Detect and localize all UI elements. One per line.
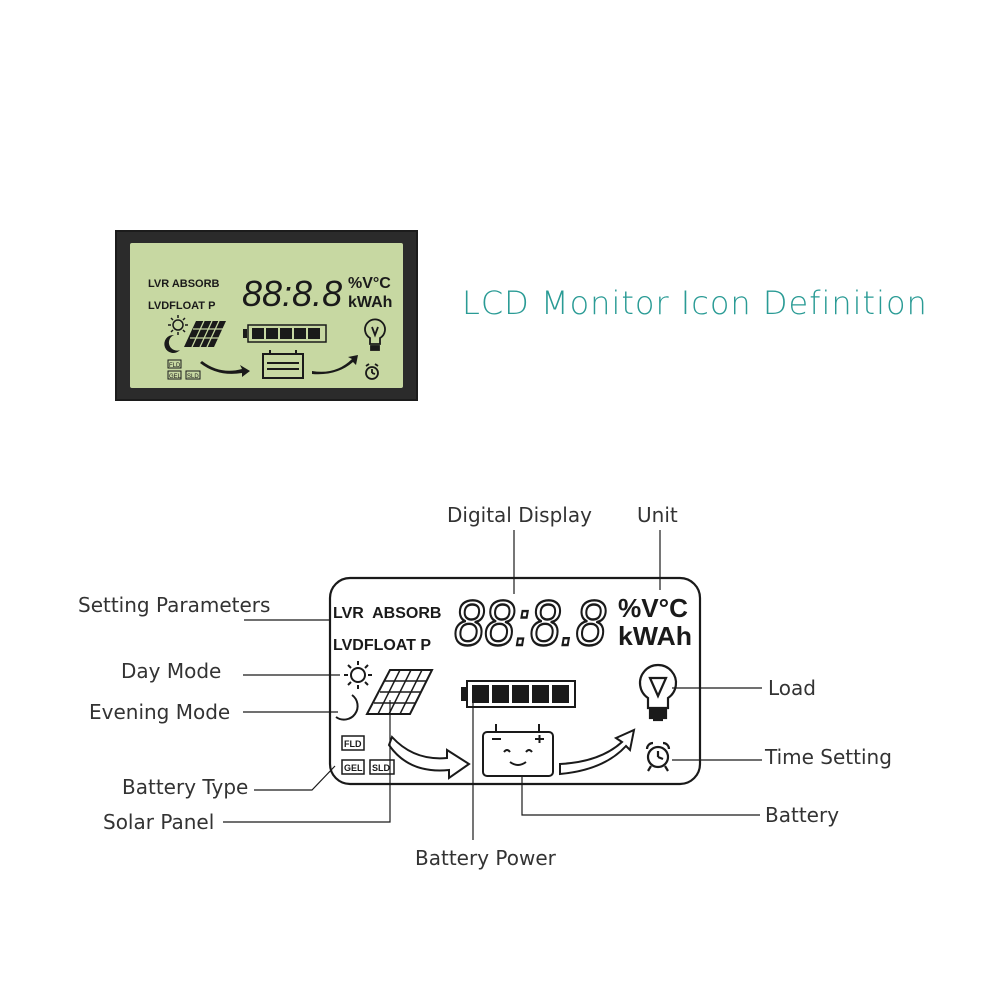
label-battery: Battery xyxy=(765,803,839,827)
label-day-mode: Day Mode xyxy=(121,659,221,683)
label-load: Load xyxy=(768,676,816,700)
lcd-param-bottom: LVDFLOAT P xyxy=(333,637,431,654)
battery-type-fld: FLD xyxy=(344,739,362,749)
photo-unit-bottom: kWAh xyxy=(348,294,392,311)
page-title: LCD Monitor Icon Definition xyxy=(462,284,928,322)
discharge-arrow-icon xyxy=(559,728,636,776)
label-digital-display: Digital Display xyxy=(447,503,592,527)
photo-battery-type-sld: SLD xyxy=(187,374,199,380)
photo-battery-type-fld: FLD xyxy=(169,363,181,369)
battery-type-icons: FLD GEL SLD xyxy=(341,735,395,775)
photo-bulb-icon xyxy=(364,318,386,351)
label-evening-mode: Evening Mode xyxy=(89,700,230,724)
alarm-clock-icon xyxy=(645,741,671,772)
charge-arrow-icon xyxy=(387,735,471,780)
photo-battery-type-icons: FLD GEL SLD xyxy=(167,359,201,380)
lcd-param-top: LVR ABSORB xyxy=(333,605,441,622)
photo-discharge-arrow-icon xyxy=(312,355,358,375)
photo-battery-icon xyxy=(262,350,304,379)
lcd-photo: LVR ABSORB LVDFLOAT P 88:8.8 %V°C kWAh xyxy=(115,230,418,401)
lcd-digits: 88:8.8 xyxy=(454,587,606,659)
photo-charge-arrow-icon xyxy=(200,361,250,377)
photo-moon-icon xyxy=(164,334,180,353)
label-unit: Unit xyxy=(637,503,678,527)
label-solar-panel: Solar Panel xyxy=(103,810,214,834)
lcd-photo-graphic: LVR ABSORB LVDFLOAT P 88:8.8 %V°C kWAh xyxy=(148,273,392,380)
photo-unit-top: %V°C xyxy=(348,275,391,292)
leader-lines xyxy=(223,530,762,840)
battery-type-gel: GEL xyxy=(344,763,363,773)
moon-icon xyxy=(335,694,359,721)
photo-battery-type-gel: GEL xyxy=(169,374,182,380)
photo-digits: 88:8.8 xyxy=(242,273,342,314)
photo-param-bottom: LVDFLOAT P xyxy=(148,300,215,312)
label-battery-type: Battery Type xyxy=(122,775,248,799)
label-battery-power: Battery Power xyxy=(415,846,557,870)
sun-icon xyxy=(344,661,372,689)
label-time-setting: Time Setting xyxy=(764,745,892,769)
lcd-unit-bottom: kWAh xyxy=(618,621,692,651)
battery-power-icon xyxy=(461,680,576,708)
photo-param-top: LVR ABSORB xyxy=(148,278,220,290)
battery-type-sld: SLD xyxy=(372,763,391,773)
photo-solar-panel-icon xyxy=(184,320,226,348)
photo-battery-power-icon xyxy=(243,324,327,343)
lcd-photo-screen: LVR ABSORB LVDFLOAT P 88:8.8 %V°C kWAh xyxy=(130,243,403,388)
photo-timer-icon xyxy=(365,363,379,380)
lcd-unit-top: %V°C xyxy=(618,593,688,623)
label-setting-parameters: Setting Parameters xyxy=(78,593,270,617)
solar-panel-icon xyxy=(365,669,434,715)
photo-sun-icon xyxy=(168,315,188,335)
battery-icon xyxy=(482,724,554,777)
bulb-icon xyxy=(638,663,678,722)
lcd-outline xyxy=(328,576,702,786)
